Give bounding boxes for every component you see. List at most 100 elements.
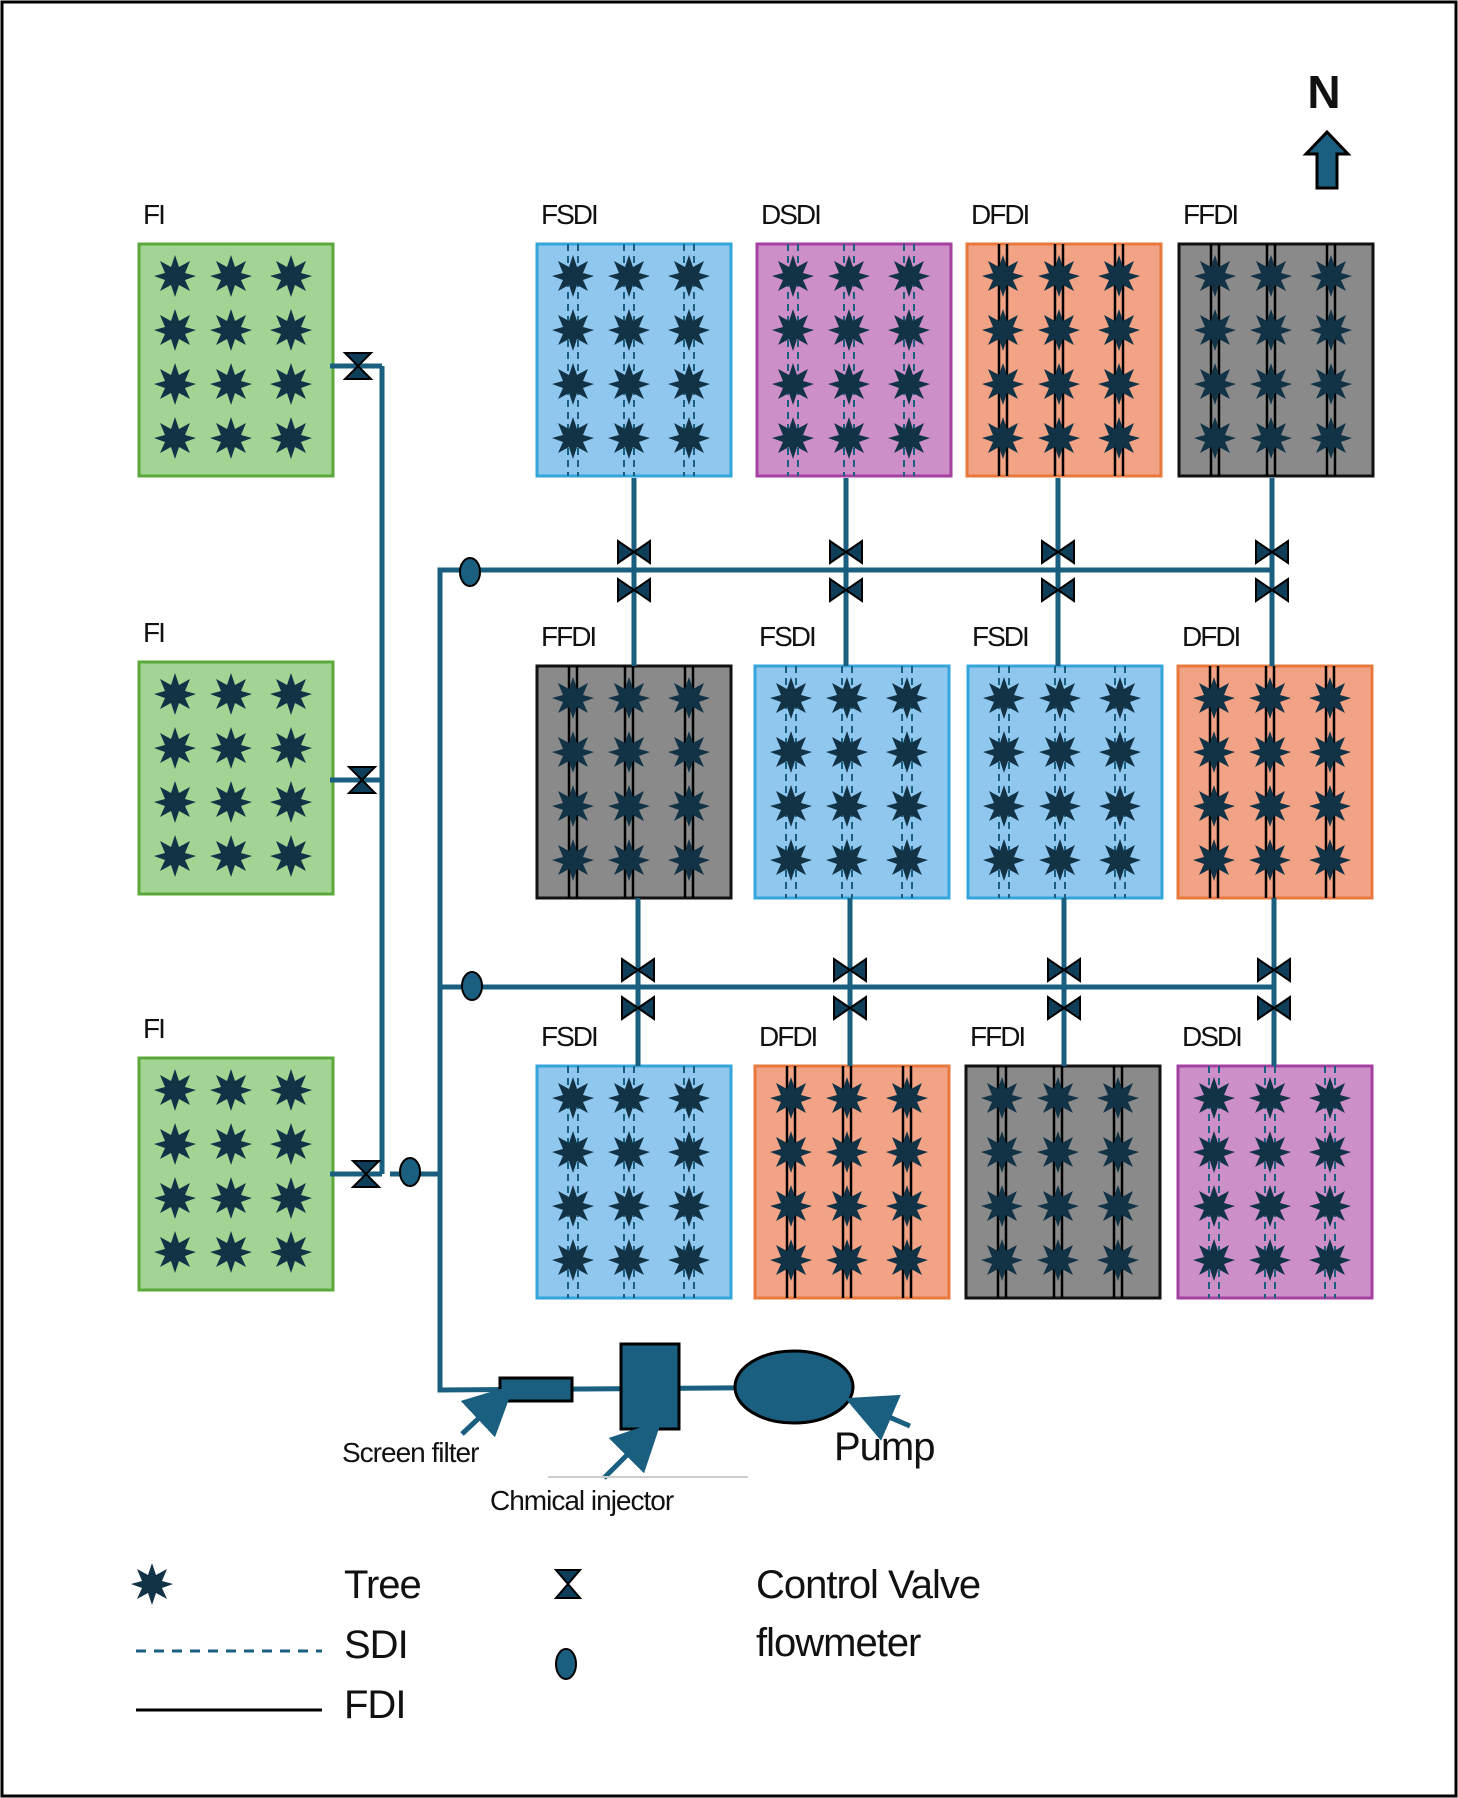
tree-icon: [668, 363, 710, 405]
tree-icon: [1310, 309, 1352, 351]
tree-icon: [888, 255, 930, 297]
tree-icon: [772, 417, 814, 459]
pump-label: Pump: [834, 1425, 935, 1469]
tree-icon: [983, 677, 1025, 719]
tree-icon: [826, 677, 868, 719]
tree-icon: [608, 255, 650, 297]
valve-lower-b-1: [621, 995, 655, 1021]
tree-icon: [1194, 255, 1236, 297]
tree-icon: [981, 1239, 1023, 1281]
tree-icon: [552, 677, 594, 719]
tree-icon: [668, 1239, 710, 1281]
legend-tree-label: Tree: [344, 1563, 421, 1607]
tree-icon: [982, 309, 1024, 351]
valve-upper-b-2: [829, 577, 863, 603]
tree-icon: [828, 363, 870, 405]
tree-icon: [668, 1185, 710, 1227]
tree-icon: [1039, 839, 1081, 881]
tree-icon: [210, 255, 252, 297]
tree-icon: [608, 1239, 650, 1281]
tree-icon: [886, 785, 928, 827]
screen-filter: [498, 1376, 574, 1403]
tree-icon: [154, 363, 196, 405]
tree-icon: [826, 839, 868, 881]
valve-lower-a-3: [1047, 957, 1081, 983]
tree-icon: [770, 785, 812, 827]
tree-icon: [154, 1123, 196, 1165]
tree-icon: [770, 1077, 812, 1119]
tree-icon: [552, 731, 594, 773]
tree-icon: [668, 1077, 710, 1119]
north-arrow-icon: [1302, 129, 1352, 190]
tree-icon: [552, 1239, 594, 1281]
tree-icon: [270, 1231, 312, 1273]
flowmeter-main-1: [459, 557, 481, 587]
tree-icon: [982, 363, 1024, 405]
tree-icon: [983, 785, 1025, 827]
tree-icon: [668, 677, 710, 719]
tree-icon: [826, 1077, 868, 1119]
tree-icon: [770, 1185, 812, 1227]
tree-icon: [1310, 417, 1352, 459]
tree-icon: [270, 363, 312, 405]
plot-r1-c2: DSDI: [755, 199, 953, 478]
tree-icon: [608, 417, 650, 459]
tree-icon: [270, 255, 312, 297]
tree-icon: [826, 731, 868, 773]
plot-r2-c1: FFDI: [535, 621, 733, 900]
tree-icon: [826, 785, 868, 827]
tree-icon: [210, 1231, 252, 1273]
valve-upper-a-1: [617, 539, 651, 565]
tree-icon: [1249, 1185, 1291, 1227]
chemical-injector-label: Chmical injector: [490, 1485, 674, 1516]
tree-icon: [270, 835, 312, 877]
tree-icon: [270, 1123, 312, 1165]
tree-icon: [886, 677, 928, 719]
tree-icon: [1098, 363, 1140, 405]
tree-icon: [270, 417, 312, 459]
tree-icon: [210, 417, 252, 459]
tree-icon: [608, 309, 650, 351]
tree-icon: [1309, 677, 1351, 719]
tree-icon: [668, 785, 710, 827]
tree-icon: [210, 1123, 252, 1165]
tree-icon: [770, 677, 812, 719]
tree-icon: [1309, 785, 1351, 827]
tree-icon: [1099, 677, 1141, 719]
plot-r2-c4: DFDI: [1176, 621, 1374, 900]
valve-upper-b-3: [1041, 577, 1075, 603]
fi-plot-1-label: FI: [143, 199, 164, 230]
plot-r3-c2-label: DFDI: [759, 1021, 817, 1052]
tree-icon: [552, 363, 594, 405]
screen-filter-label: Screen filter: [342, 1437, 479, 1468]
tree-icon: [828, 255, 870, 297]
valve-lower-a-4: [1257, 957, 1291, 983]
plot-r2-c3-label: FSDI: [972, 621, 1028, 652]
tree-icon: [210, 727, 252, 769]
tree-icon: [1097, 1239, 1139, 1281]
tree-icon: [1193, 677, 1235, 719]
tree-icon: [1193, 1131, 1235, 1173]
valve-upper-b-1: [617, 577, 651, 603]
tree-icon: [1038, 309, 1080, 351]
tree-icon: [210, 1177, 252, 1219]
legend-control-valve-icon-lower: [553, 1582, 583, 1599]
legend-fdi-label: FDI: [344, 1683, 405, 1727]
plot-r1-c1: FSDI: [535, 199, 733, 478]
valve-lower-b-2: [833, 995, 867, 1021]
plot-r3-c2: DFDI: [753, 1021, 951, 1300]
fi-plot-2-label: FI: [143, 617, 164, 648]
tree-icon: [1098, 309, 1140, 351]
tree-icon: [1037, 1131, 1079, 1173]
tree-icon: [1037, 1239, 1079, 1281]
tree-icon: [886, 731, 928, 773]
tree-icon: [608, 1077, 650, 1119]
tree-icon: [668, 309, 710, 351]
tree-icon: [826, 1239, 868, 1281]
valve-lower-a-1: [621, 957, 655, 983]
tree-icon: [552, 417, 594, 459]
tree-icon: [210, 835, 252, 877]
tree-icon: [981, 1185, 1023, 1227]
tree-icon: [888, 363, 930, 405]
